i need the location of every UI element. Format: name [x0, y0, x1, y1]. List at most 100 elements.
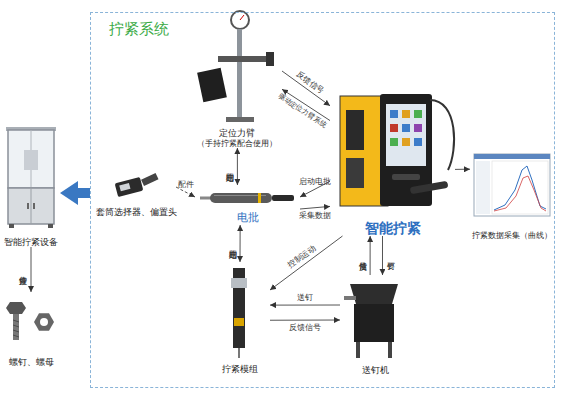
bolt-nut-art-part: [40, 318, 48, 326]
node-label: 智能拧紧: [365, 220, 421, 236]
edge-label: 控制运动: [287, 245, 317, 271]
controller-art-part: [390, 124, 398, 132]
bolt-nut-art: [6, 302, 54, 340]
torque-arm-art-part: [231, 11, 249, 29]
controller-art-part: [390, 138, 398, 146]
controller-art-part: [346, 110, 364, 150]
signal-connector: [237, 148, 238, 185]
tightening-machine-art-part: [8, 130, 54, 188]
system-title: 拧紧系统: [109, 21, 169, 38]
screw-feeder-art-part: [354, 304, 394, 342]
socket-selector-art: [115, 173, 159, 197]
signal-connector: [455, 169, 470, 170]
screw-feeder-art-part: [350, 284, 398, 304]
screwdriver-art-part: [210, 193, 272, 203]
bolt-nut-art-part: [6, 302, 26, 314]
curve-screenshot-art-part: [492, 161, 548, 214]
controller-art-part: [402, 124, 410, 132]
torque-arm-art-part: [240, 15, 244, 20]
signal-connector: [382, 236, 383, 275]
torque-arm-art-part: [266, 52, 274, 66]
edge-label: 送钉: [297, 294, 313, 302]
device-node: 电批: [195, 185, 300, 225]
torque-arm-art: [197, 11, 274, 122]
curve-screenshot-art-part: [494, 176, 546, 211]
signal-connector: [282, 71, 330, 106]
signal-connector: [31, 247, 32, 292]
device-node: 定位力臂（手持拧紧配合使用）: [192, 8, 282, 148]
socket-selector-art-part: [119, 183, 130, 191]
torque-arm-art-part: [197, 68, 227, 102]
bolt-nut-art-part: [13, 335, 19, 337]
tightening-machine-art-part: [48, 224, 53, 228]
tightening-machine-art-part: [24, 150, 38, 170]
device-node: 送钉机: [340, 275, 410, 375]
torque-arm-art-part: [237, 29, 242, 119]
torque-arm-art-part: [226, 117, 254, 122]
node-label: 拧紧模组: [222, 364, 258, 374]
tightening-module-art: [231, 268, 247, 358]
curve-screenshot-art: [474, 154, 550, 216]
curve-screenshot-art-part: [476, 161, 490, 214]
signal-connector: [270, 320, 340, 321]
node-label: 套筒选择器、偏置头: [96, 208, 177, 218]
signal-connector: [270, 305, 340, 306]
controller-art-part: [414, 110, 422, 118]
signal-connector: [300, 206, 330, 209]
tightening-machine-art-part: [33, 203, 35, 209]
torque-arm-art-part: [218, 56, 272, 62]
tightening-module-art-part: [238, 348, 240, 358]
edge-label: 反馈信号: [295, 70, 326, 95]
tightening-module-art-part: [234, 318, 244, 326]
curve-screenshot-art-part: [474, 154, 550, 159]
node-label: 送钉机: [362, 365, 389, 375]
controller-art-part: [414, 138, 422, 146]
bolt-nut-art-part: [13, 325, 19, 327]
tightening-module-art-part: [231, 278, 247, 288]
device-node: 套筒选择器、偏置头: [96, 168, 176, 218]
controller-art-part: [386, 104, 426, 166]
signal-connector: [240, 225, 241, 262]
device-node: 拧紧模组: [210, 262, 270, 374]
controller-node: 智能拧紧: [330, 88, 455, 236]
node-label: 智能拧紧设备: [4, 237, 58, 247]
screwdriver-art-part: [200, 197, 211, 200]
edge-label: 反馈信号: [289, 324, 321, 332]
edge-label: 驱动定位力臂系统: [277, 92, 328, 129]
controller-art: [340, 94, 454, 206]
node-label: 电批: [237, 212, 259, 225]
dashed-connector: [176, 187, 195, 197]
controller-art-part: [390, 110, 398, 118]
screw-feeder-art: [344, 284, 398, 358]
controller-art-part: [392, 174, 420, 180]
curve-screenshot-art-part: [474, 154, 550, 216]
tightening-machine-art-part: [31, 188, 32, 224]
tightening-machine-art-part: [8, 188, 54, 224]
node-label: （手持拧紧配合使用）: [197, 139, 277, 148]
flow-arrow: [60, 181, 90, 205]
screw-feeder-art-part: [344, 296, 356, 300]
signal-connector: [270, 236, 343, 290]
bolt-nut-art-part: [13, 314, 19, 340]
edge-label: 启动电批: [299, 178, 331, 186]
bolt-nut-art-part: [34, 313, 54, 330]
controller-art-part: [430, 100, 454, 170]
signal-connector: [370, 236, 371, 275]
device-node: 螺钉、螺母: [2, 292, 60, 367]
screw-feeder-art-part: [388, 342, 392, 358]
edge-label: 采集数据: [299, 212, 331, 220]
node-label: 拧紧数据采集（曲线）: [472, 231, 552, 240]
device-node: 拧紧数据采集（曲线）: [470, 148, 554, 240]
screwdriver-art-part: [272, 195, 294, 201]
edge-label: 配件: [178, 181, 194, 189]
socket-selector-art-part: [115, 177, 144, 197]
device-node: 智能拧紧设备: [2, 125, 60, 247]
controller-art-part: [414, 124, 422, 132]
system-boundary: 拧紧系统定位力臂（手持拧紧配合使用）套筒选择器、偏置头电批智能拧紧拧紧数据采集（…: [90, 12, 555, 388]
screw-feeder-art-part: [356, 342, 360, 358]
controller-art-part: [402, 110, 410, 118]
controller-art-part: [410, 181, 449, 194]
bolt-nut-art-part: [13, 330, 19, 332]
bolt-nut-art-part: [13, 320, 19, 322]
